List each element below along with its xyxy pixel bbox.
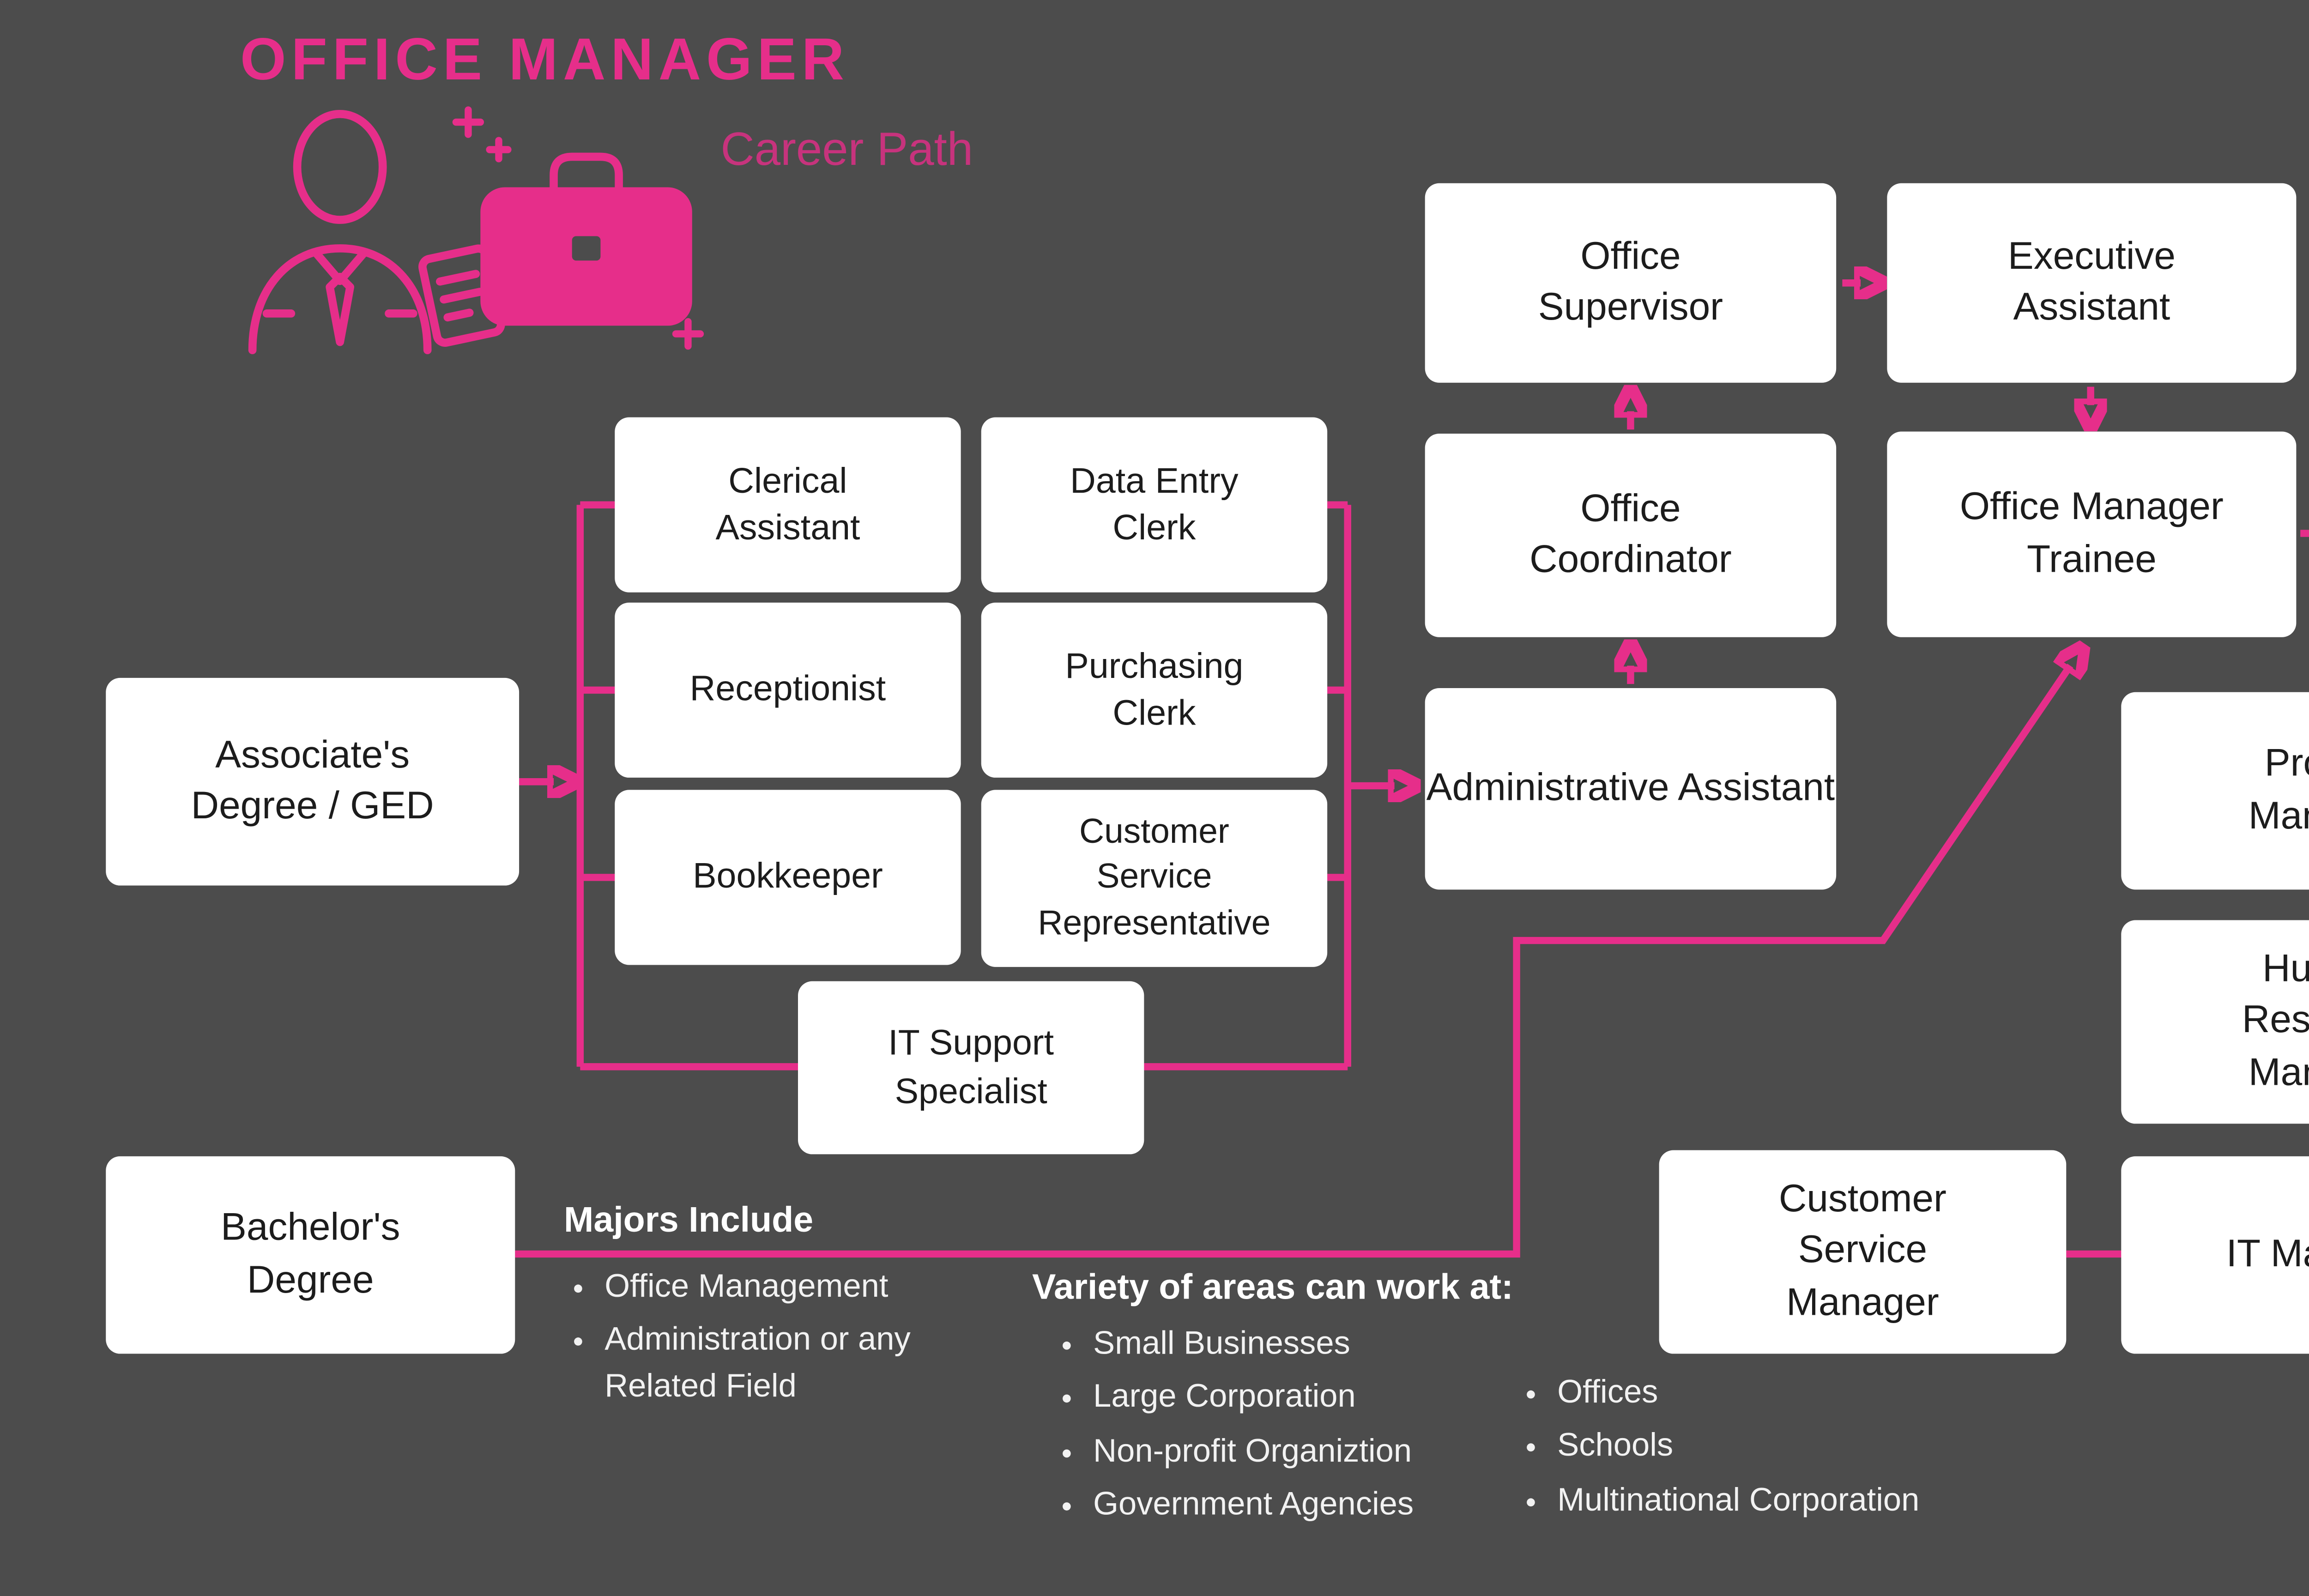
sparkle-icons <box>452 106 704 350</box>
areas-heading: Variety of areas can work at: <box>1032 1266 1513 1307</box>
node-office-supervisor: Office Supervisor <box>1425 183 1837 383</box>
node-label: Project Manager <box>2248 744 2309 838</box>
areas-item: Large Corporation <box>1093 1377 1572 1423</box>
node-bachelors-degree: Bachelor's Degree <box>106 1156 515 1354</box>
node-it-support-specialist: IT Support Specialist <box>798 981 1144 1155</box>
node-label: IT Support Specialist <box>888 1022 1054 1111</box>
node-label: Data Entry Clerk <box>1070 459 1239 548</box>
node-clerical-assistant: Clerical Assistant <box>615 417 961 592</box>
node-label: Administrative Assistant <box>1426 767 1835 810</box>
node-bookkeeper: Bookkeeper <box>615 790 961 965</box>
node-label: IT Manager <box>2226 1233 2309 1276</box>
node-label: Human Resource Manager <box>2242 949 2309 1094</box>
node-associates-degree: Associate's Degree / GED <box>106 677 520 886</box>
node-label: Customer Service Manager <box>1778 1179 1946 1324</box>
node-label: Bachelor's Degree <box>221 1208 400 1302</box>
node-label: Executive Assistant <box>2007 236 2176 330</box>
areas-list-column-1: Small Businesses Large Corporation Non-p… <box>1052 1323 1572 1538</box>
areas-list-column-2: Offices Schools Multinational Corporatio… <box>1517 1372 2097 1533</box>
areas-item: Government Agencies <box>1093 1484 1572 1530</box>
majors-item: Administration or any Related Field <box>604 1320 1002 1411</box>
node-human-resource-manager: Human Resource Manager <box>2121 920 2309 1124</box>
node-label: Office Manager Trainee <box>1959 487 2224 581</box>
node-label: Receptionist <box>689 668 886 710</box>
areas-item: Multinational Corporation <box>1557 1480 2097 1525</box>
office-manager-icon <box>248 106 704 355</box>
node-label: Clerical Assistant <box>715 459 860 548</box>
node-office-manager-trainee: Office Manager Trainee <box>1887 431 2297 637</box>
briefcase-icon <box>480 152 692 326</box>
node-purchasing-clerk: Purchasing Clerk <box>981 602 1328 778</box>
center-chain-connectors <box>1631 283 2309 684</box>
person-icon <box>248 110 432 355</box>
page-title: OFFICE MANAGER <box>240 28 850 94</box>
areas-item: Offices <box>1557 1372 2097 1418</box>
node-it-manager: IT Manager <box>2121 1156 2309 1354</box>
node-label: Office Supervisor <box>1538 236 1723 330</box>
node-administrative-assistant: Administrative Assistant <box>1425 688 1837 890</box>
areas-item: Small Businesses <box>1093 1323 1572 1369</box>
majors-heading: Majors Include <box>564 1199 814 1240</box>
node-label: Office Coordinator <box>1529 488 1732 582</box>
right-cluster-connectors <box>1144 501 1394 1070</box>
node-receptionist: Receptionist <box>615 602 961 778</box>
majors-item: Office Management <box>604 1266 1002 1312</box>
node-label: Associate's Degree / GED <box>191 735 434 829</box>
left-cluster-connectors <box>519 501 798 1070</box>
node-executive-assistant: Executive Assistant <box>1887 183 2297 383</box>
areas-item: Non-profit Organiztion <box>1093 1431 1572 1476</box>
node-customer-service-representative: Customer Service Representative <box>981 790 1328 967</box>
node-office-coordinator: Office Coordinator <box>1425 433 1837 637</box>
node-project-manager: Project Manager <box>2121 692 2309 890</box>
majors-list: Office Management Administration or any … <box>564 1266 1002 1419</box>
arrow-bachelors-to-trainee <box>515 665 2070 1258</box>
node-label: Customer Service Representative <box>1038 812 1271 942</box>
page-subtitle: Career Path <box>720 122 973 175</box>
node-label: Purchasing Clerk <box>1065 645 1244 733</box>
node-data-entry-clerk: Data Entry Clerk <box>981 417 1328 592</box>
node-label: Bookkeeper <box>693 856 883 897</box>
areas-item: Schools <box>1557 1426 2097 1471</box>
node-customer-service-manager: Customer Service Manager <box>1659 1150 2067 1354</box>
bachelors-path-connector <box>515 665 2070 1258</box>
